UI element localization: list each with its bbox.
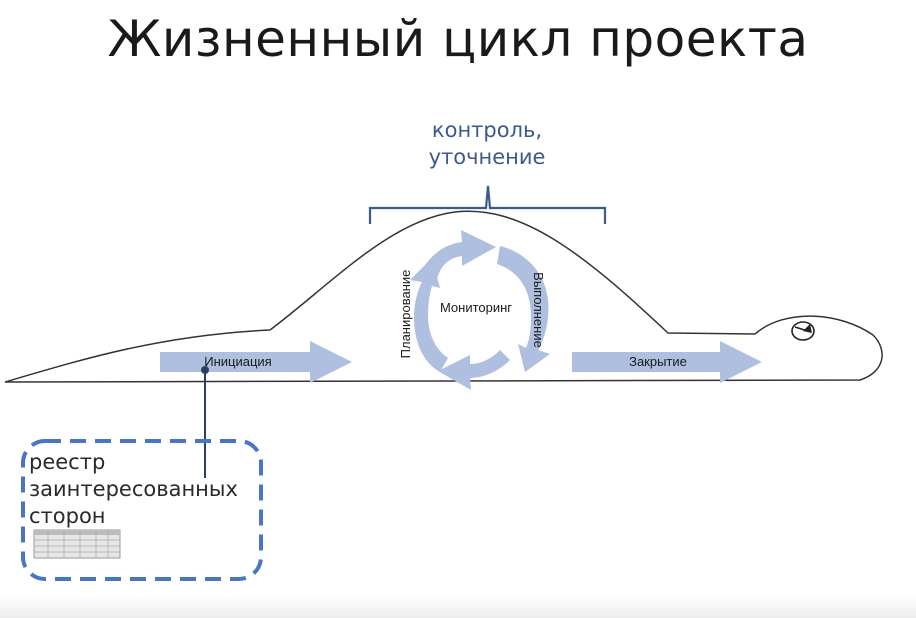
execution-label: Выполнение <box>531 272 546 348</box>
lifecycle-curve <box>4 210 883 383</box>
page-title: Жизненный цикл проекта <box>107 10 809 68</box>
planning-label: Планирование <box>398 270 413 359</box>
monitoring-cycle <box>410 230 550 390</box>
bottom-strip <box>0 596 916 618</box>
control-bracket <box>368 185 607 224</box>
callout-line3: сторон <box>29 504 106 528</box>
initiation-label: Инициация <box>204 354 271 369</box>
bracket-label-line2: уточнение <box>429 145 546 169</box>
callout-line1: реестр <box>29 450 105 474</box>
callout-line2: заинтересованных <box>29 477 238 501</box>
closing-label: Закрытие <box>629 354 687 369</box>
creature-eye <box>791 321 815 341</box>
closing-arrow <box>572 341 762 383</box>
bracket-label-line1: контроль, <box>432 118 542 142</box>
initiation-arrow <box>160 341 352 383</box>
stakeholder-callout-box <box>21 439 263 581</box>
register-thumbnail <box>33 529 121 559</box>
monitoring-label: Мониторинг <box>440 300 512 315</box>
